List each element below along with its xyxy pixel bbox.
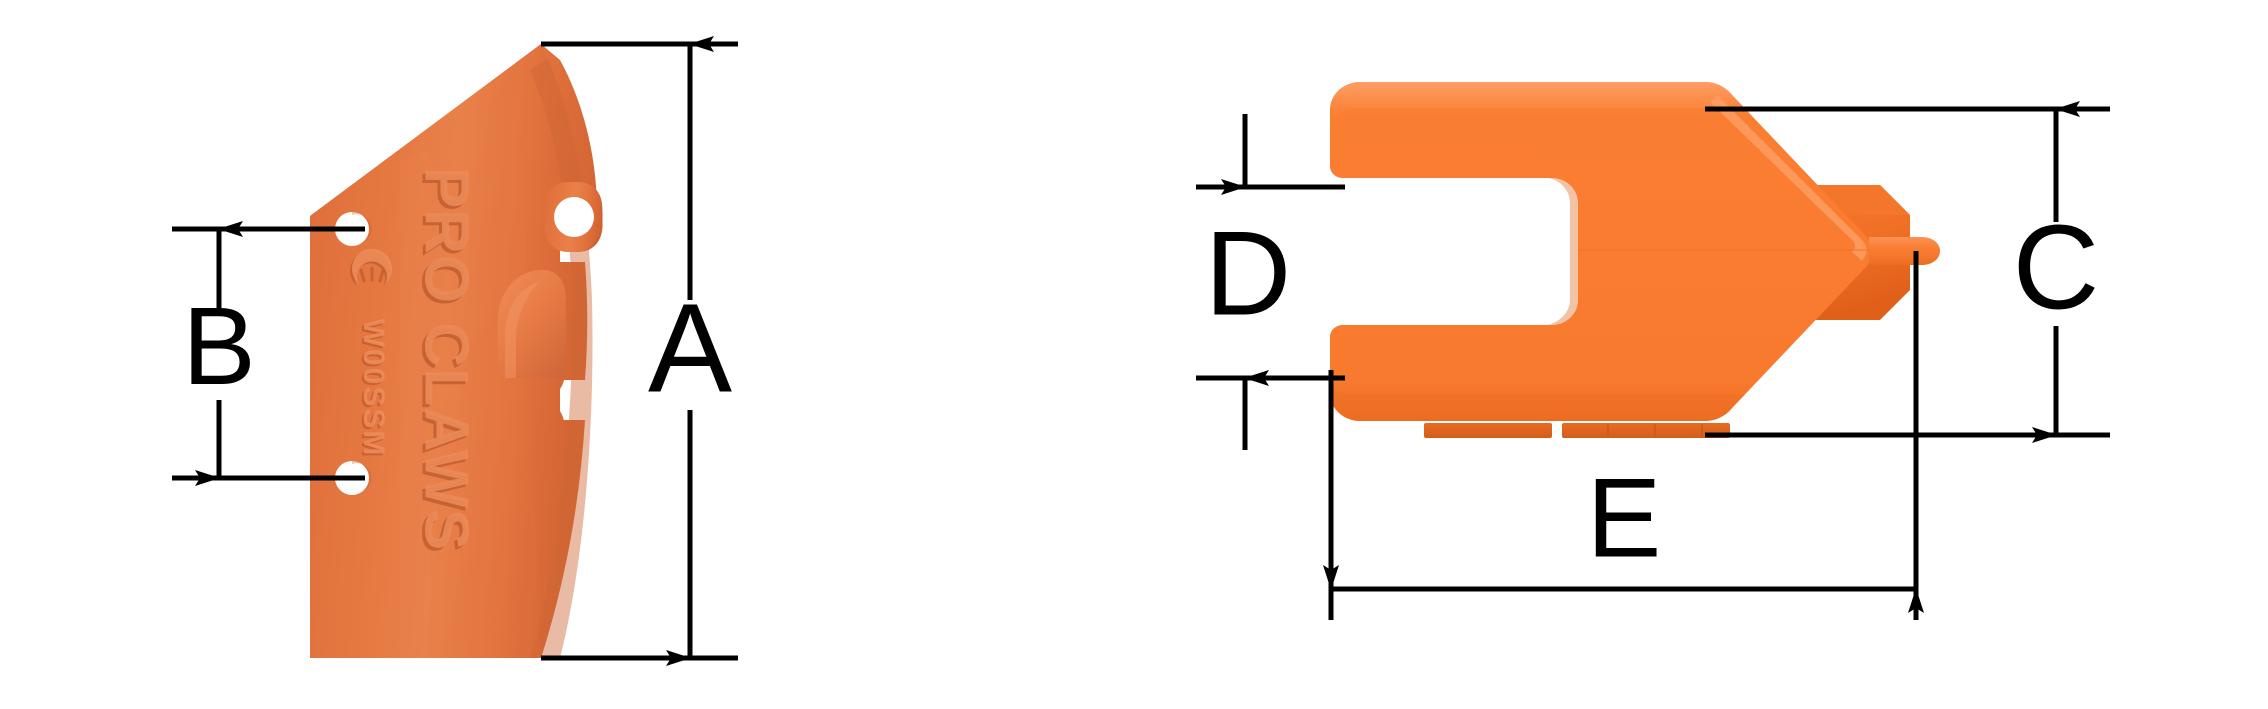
dimension-a: A bbox=[541, 36, 740, 666]
right-fork-body bbox=[1330, 82, 1872, 421]
dimension-d: D bbox=[1196, 114, 1345, 450]
right-bottom-shade bbox=[1330, 386, 1745, 421]
emboss-logo-group: PRO CLAWS PRO CLAWS bbox=[409, 167, 481, 554]
emboss-model-shadow: W00SSM bbox=[355, 321, 388, 460]
tip-peg bbox=[1869, 237, 1940, 265]
dimension-c: C bbox=[1705, 101, 2110, 470]
base-rib-dividers bbox=[1607, 424, 1703, 437]
dim-a-label: A bbox=[648, 277, 732, 418]
left-blade-sheen bbox=[400, 150, 430, 658]
emboss-proclaws: PRO CLAWS bbox=[412, 167, 481, 551]
emboss-proclaws-shadow: PRO CLAWS bbox=[409, 170, 478, 554]
right-product-view bbox=[1330, 82, 1940, 438]
emboss-model-group: W00SSM W00SSM bbox=[355, 319, 390, 460]
emboss-model: W00SSM bbox=[357, 319, 390, 458]
dome-boss-highlight bbox=[505, 282, 540, 378]
base-rib-1 bbox=[1424, 423, 1552, 438]
dim-e-label: E bbox=[1587, 456, 1662, 581]
dim-d-label: D bbox=[1205, 207, 1292, 341]
dimension-e: E bbox=[1323, 370, 1924, 620]
dim-a-label-mask bbox=[640, 300, 740, 410]
dimension-b: B bbox=[170, 221, 365, 486]
dim-c-label: C bbox=[2013, 201, 2100, 335]
left-blade-contour bbox=[310, 44, 588, 658]
mounting-hole-upper-shadow bbox=[352, 212, 372, 243]
base-rib-2 bbox=[1562, 423, 1730, 438]
dome-boss bbox=[498, 270, 566, 378]
mounting-hole-lower-shadow bbox=[352, 461, 372, 492]
dim-b-label-mask bbox=[170, 310, 270, 400]
dim-c-label-mask bbox=[2006, 222, 2106, 326]
dim-b-label: B bbox=[182, 285, 255, 408]
hanger-hole bbox=[554, 197, 594, 237]
left-product-view: PRO CLAWS PRO CLAWS W00SSM W00SSM bbox=[310, 44, 603, 658]
claw-mark-icon bbox=[350, 248, 392, 286]
right-slot-shadow bbox=[1548, 178, 1578, 325]
right-top-bevel bbox=[1330, 82, 1745, 122]
dim-e-label-mask bbox=[1570, 478, 1680, 574]
right-nose-highlight bbox=[1710, 96, 1867, 261]
